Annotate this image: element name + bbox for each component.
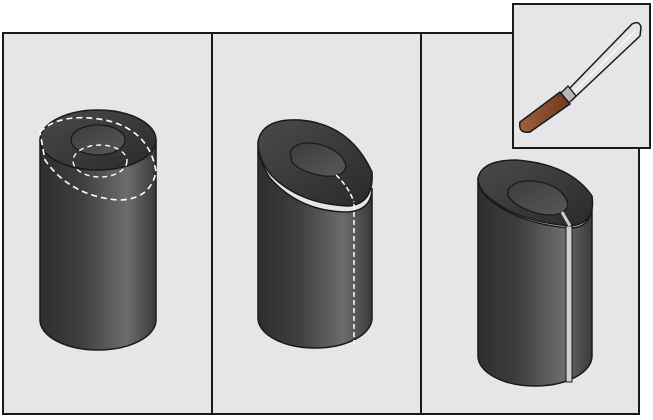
step-3-tube — [478, 160, 593, 386]
slit-opening — [566, 222, 572, 382]
knife-inset — [513, 4, 650, 148]
step-2-tube — [258, 120, 372, 348]
step-1-tube — [40, 110, 156, 350]
